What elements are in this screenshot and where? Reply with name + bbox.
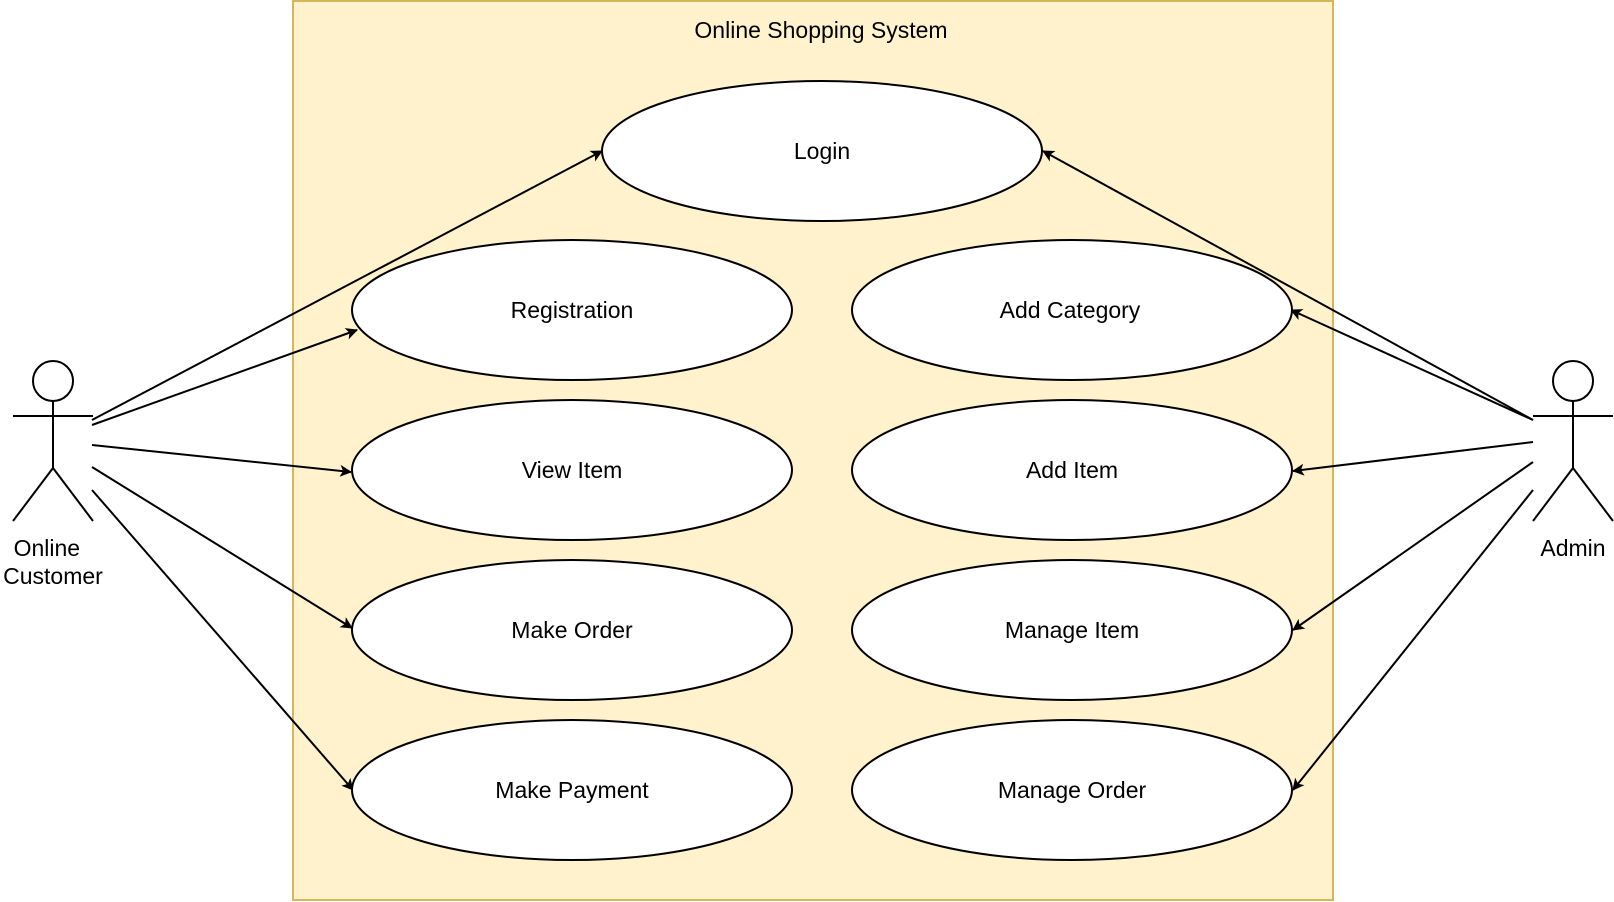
use-case-label: Registration [511, 297, 634, 323]
admin-associations [1042, 150, 1534, 791]
association-admin-manage-item [1292, 461, 1534, 631]
actor-label-line-2: Customer [3, 563, 103, 589]
association-customer-make-payment [91, 489, 354, 791]
association-admin-add-category [1290, 309, 1534, 421]
association-customer-registration [91, 328, 358, 426]
association-customer-login [91, 150, 603, 421]
use-case-add-category[interactable]: Add Category [851, 239, 1293, 381]
use-case-login[interactable]: Login [601, 80, 1043, 222]
use-case-manage-item[interactable]: Manage Item [851, 559, 1293, 701]
use-case-make-payment[interactable]: Make Payment [351, 719, 793, 861]
actor-label-line-1: Online [14, 535, 80, 561]
system-title: Online Shopping System [694, 17, 947, 43]
actor-label: Online Customer [3, 535, 103, 589]
use-case-label: Add Item [1026, 457, 1118, 483]
use-case-registration[interactable]: Registration [351, 239, 793, 381]
use-case-add-item[interactable]: Add Item [851, 399, 1293, 541]
stick-figure-icon [1532, 360, 1614, 522]
association-admin-login [1042, 150, 1534, 421]
association-customer-view-item [91, 444, 352, 477]
association-admin-add-item [1292, 441, 1534, 476]
use-case-label: Manage Order [998, 777, 1147, 803]
association-admin-manage-order [1292, 489, 1534, 791]
use-case-label: Add Category [1000, 297, 1141, 323]
use-case-label: Make Payment [495, 777, 649, 803]
use-case-manage-order[interactable]: Manage Order [851, 719, 1293, 861]
use-case-label: Manage Item [1005, 617, 1139, 643]
use-case-label: View Item [522, 457, 623, 483]
customer-associations [91, 150, 603, 791]
actor-online-customer[interactable]: Online Customer [3, 360, 103, 589]
use-case-label: Login [794, 138, 850, 164]
actor-label: Admin [1540, 535, 1605, 561]
actor-admin[interactable]: Admin [1532, 360, 1614, 561]
association-customer-make-order [91, 466, 353, 629]
use-case-make-order[interactable]: Make Order [351, 559, 793, 701]
use-case-view-item[interactable]: View Item [351, 399, 793, 541]
use-case-label: Make Order [511, 617, 633, 643]
stick-figure-icon [12, 360, 94, 522]
